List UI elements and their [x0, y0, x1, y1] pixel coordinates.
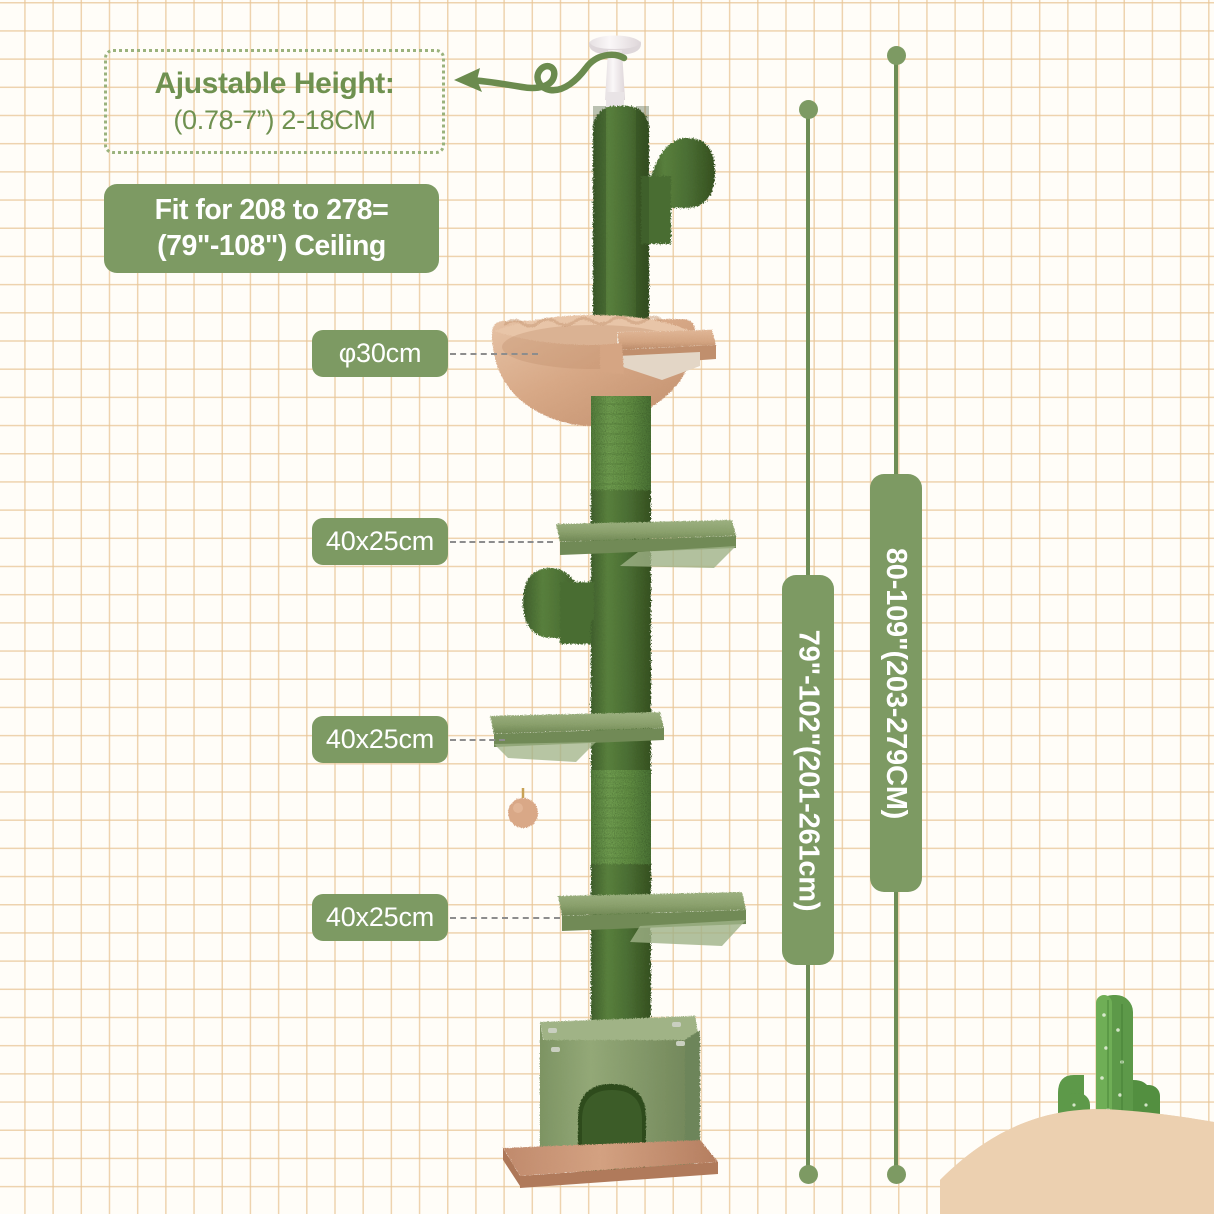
ceiling-fit-line2: (79"-108") Ceiling [157, 229, 386, 262]
cactus-post-mid [591, 620, 651, 775]
platform-green-bottom [558, 892, 746, 946]
adjustable-height-value: (0.78-7”) 2-18CM [173, 104, 376, 135]
leader-line-platform-mid [450, 739, 505, 741]
cactus-post-lower [591, 864, 651, 1024]
post-sisal-section-1 [591, 396, 651, 494]
dimension-tag-platform-top: 40x25cm [312, 518, 448, 565]
measure-label-ceiling-height: 80-109"(203-279CM) [870, 474, 922, 892]
ceiling-fit-callout: Fit for 208 to 278= (79"-108") Ceiling [104, 184, 439, 273]
cactus-arm-mid [523, 568, 594, 644]
ceiling-tension-cap [589, 35, 641, 110]
measure-endpoint-bottom [886, 1165, 906, 1184]
platform-green-top [556, 520, 736, 568]
platform-tan-top [600, 330, 716, 380]
adjustable-height-callout: Ajustable Height: (0.78-7”) 2-18CM [104, 49, 445, 154]
measure-endpoint-top [886, 46, 906, 65]
curly-arrow-icon [454, 51, 628, 94]
measure-label-tree-height: 79"-102"(201-261cm) [782, 575, 834, 965]
base-board [503, 1140, 718, 1188]
post-sisal-section-2 [591, 770, 651, 868]
leader-line-platform-bottom [450, 917, 560, 919]
ceiling-fit-line1: Fit for 208 to 278= [154, 194, 389, 227]
pom-pom-toy [508, 788, 538, 828]
leader-line-platform-top [450, 541, 553, 543]
dimension-tag-platform-mid: 40x25cm [312, 716, 448, 763]
dimension-tag-bed-diameter: φ30cm [312, 330, 448, 377]
adjustable-height-title: Ajustable Height: [154, 67, 395, 100]
dimension-tag-platform-bottom: 40x25cm [312, 894, 448, 941]
platform-green-mid [490, 712, 664, 762]
leader-line-bed-diameter [450, 353, 538, 355]
measure-endpoint-bottom [798, 1165, 818, 1184]
measure-endpoint-top [798, 100, 818, 119]
